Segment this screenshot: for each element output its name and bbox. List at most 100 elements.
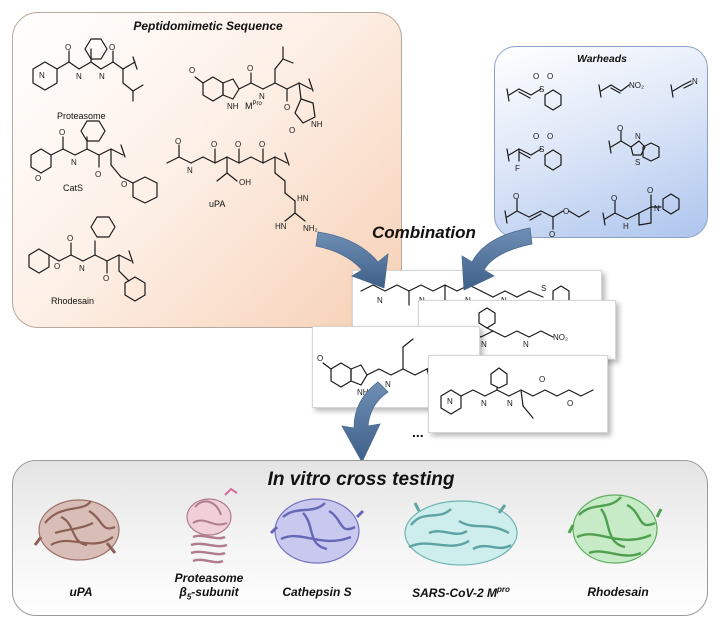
rhodesain-molecule: O O N O [28, 216, 146, 302]
nitrile-warhead: N [670, 77, 698, 98]
svg-text:O: O [563, 207, 569, 216]
warheads-panel: Warheads S O O NO₂ N S O O F [494, 46, 708, 239]
target-name-cathepsin-s: Cathepsin S [282, 585, 352, 599]
proteasome-label: Proteasome [57, 111, 106, 121]
target-name-sars-cov-2-mpro: SARS-CoV-2 Mpro [412, 585, 510, 600]
svg-text:NH: NH [227, 102, 239, 111]
svg-text:H: H [623, 222, 629, 231]
peptidomimetic-title: Peptidomimetic Sequence [133, 19, 283, 33]
target-name-upa: uPA [69, 585, 93, 599]
svg-text:O: O [533, 132, 539, 141]
svg-text:NH: NH [311, 120, 323, 129]
svg-text:O: O [547, 132, 553, 141]
svg-text:HN: HN [297, 194, 309, 203]
atom-n: N [39, 71, 45, 80]
cross-testing-panel: In vitro cross testing uPA Proteasome β5… [12, 460, 708, 616]
svg-text:O: O [247, 64, 253, 73]
warheads-title: Warheads [577, 53, 627, 65]
vinyl-sulfone-warhead: S O O [506, 72, 562, 111]
protein-proteasome-b5 [186, 487, 238, 564]
upa-label: uPA [209, 199, 226, 209]
upa-molecule: O N O O OH O HN HN NH₂ [166, 137, 318, 233]
svg-text:S: S [539, 85, 544, 94]
acrylate-warhead: O O O [504, 192, 590, 239]
proteasome-molecule: N O N O N [32, 38, 144, 102]
svg-text:O: O [65, 43, 71, 52]
svg-text:N: N [99, 72, 105, 81]
arrow-combination-to-testing [341, 381, 389, 463]
svg-text:O: O [549, 230, 555, 239]
svg-text:O: O [611, 194, 617, 203]
svg-text:O: O [95, 170, 101, 179]
svg-text:O: O [617, 124, 623, 133]
svg-text:O: O [289, 126, 295, 135]
svg-text:N: N [79, 264, 85, 273]
peptidomimetic-panel: Peptidomimetic Sequence N O N O N Protea… [12, 12, 402, 328]
svg-text:N: N [76, 72, 82, 81]
mpro-molecule: O NH O N O NH O [189, 46, 323, 135]
svg-text:O: O [513, 192, 519, 201]
arrow-warhead-to-combination [461, 227, 533, 291]
svg-text:N: N [187, 166, 193, 175]
svg-text:O: O [67, 234, 73, 243]
svg-text:NO₂: NO₂ [629, 81, 644, 90]
protein-cathepsin-s [269, 498, 365, 564]
svg-text:O: O [121, 180, 127, 189]
svg-text:N: N [481, 399, 487, 408]
svg-text:O: O [567, 399, 573, 408]
svg-text:O: O [35, 174, 41, 183]
protein-sars-cov-2-mpro [404, 500, 518, 566]
nitroalkene-warhead: NO₂ [598, 81, 644, 98]
svg-text:N: N [507, 399, 513, 408]
svg-text:NH: NH [357, 388, 369, 397]
svg-text:O: O [189, 66, 195, 75]
combo-card-proteasome-acrylate: N N N O O [428, 355, 608, 433]
svg-text:S: S [541, 284, 546, 293]
svg-text:O: O [103, 274, 109, 283]
svg-text:O: O [547, 72, 553, 81]
svg-text:NO₂: NO₂ [553, 333, 568, 342]
svg-text:N: N [523, 340, 529, 349]
svg-text:N: N [481, 340, 487, 349]
target-name-proteasome: Proteasome β5-subunit [174, 571, 244, 602]
svg-text:N: N [259, 92, 265, 101]
svg-text:O: O [284, 103, 290, 112]
svg-text:N: N [71, 158, 77, 167]
fluoro-vinyl-sulfone-warhead: S O O F [506, 132, 562, 173]
svg-text:S: S [539, 145, 544, 154]
svg-text:O: O [539, 375, 545, 384]
rhodesain-label: Rhodesain [51, 296, 95, 306]
svg-text:O: O [211, 140, 217, 149]
svg-text:O: O [109, 43, 115, 52]
benzothiazole-ketone-warhead: O N S [608, 124, 660, 167]
svg-text:O: O [647, 186, 653, 195]
svg-text:O: O [259, 140, 265, 149]
svg-text:NH₂: NH₂ [303, 224, 318, 233]
protein-rhodesain [567, 494, 663, 564]
svg-text:HN: HN [275, 222, 287, 231]
azetidinone-warhead: O H O N [602, 186, 680, 231]
cross-testing-title: In vitro cross testing [267, 469, 455, 490]
svg-text:N: N [692, 77, 698, 86]
svg-text:N: N [635, 132, 641, 141]
combination-label: Combination [372, 223, 476, 242]
svg-text:O: O [59, 128, 65, 137]
svg-text:S: S [635, 158, 640, 167]
more-combinations-ellipsis: ... [412, 424, 424, 440]
mpro-label: MPro [245, 101, 262, 111]
svg-text:O: O [317, 354, 323, 363]
svg-text:OH: OH [239, 178, 251, 187]
svg-text:O: O [175, 137, 181, 146]
arrow-peptide-to-combination [315, 231, 389, 289]
cats-label: CatS [63, 183, 84, 193]
svg-text:O: O [533, 72, 539, 81]
svg-text:N: N [377, 296, 383, 305]
svg-text:N: N [654, 204, 660, 213]
target-name-rhodesain: Rhodesain [587, 585, 649, 599]
protein-upa [33, 499, 120, 561]
cats-molecule: O O N O O [30, 120, 158, 204]
svg-text:O: O [235, 140, 241, 149]
svg-text:O: O [54, 262, 60, 271]
svg-text:N: N [447, 397, 453, 406]
